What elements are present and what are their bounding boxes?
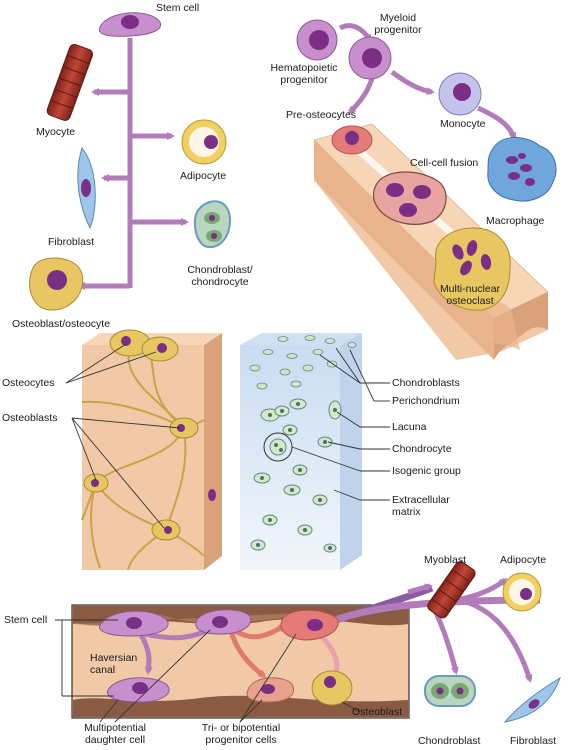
label-lacuna: Lacuna (392, 421, 427, 433)
label-myoblast: Myoblast (424, 554, 467, 566)
myeloid-progenitor-cell (348, 36, 392, 80)
label-perichondrium: Perichondrium (392, 395, 460, 407)
label-osteoblast-osteocyte: Osteoblast/osteocyte (12, 318, 111, 330)
osteocyte-cells (109, 329, 179, 362)
label-hematopoietic-line1: Hematopoietic (270, 62, 338, 74)
panel-osteoclast-lineage (296, 19, 557, 360)
panel-bone-block (81, 329, 222, 571)
macrophage-cell (487, 137, 557, 202)
fibroblast-cell (77, 146, 96, 230)
multipotential-daughter-cell (106, 677, 170, 703)
label-isogenic-group: Isogenic group (392, 465, 461, 477)
label-progenitor-line2: progenitor cells (205, 734, 277, 746)
label-matrix-line2: matrix (392, 506, 421, 518)
label-monocyte: Monocyte (440, 118, 486, 130)
progenitor-cell-2 (280, 609, 339, 641)
panel-haversian (71, 561, 561, 723)
label-chondroblasts: Chondroblasts (392, 377, 460, 389)
label-osteoclast-line2: osteoclast (446, 295, 494, 307)
label-extracellular-matrix: Extracellular matrix (392, 494, 450, 518)
multinuclear-osteoclast (433, 227, 511, 311)
label-chondroblast: Chondroblast/ chondrocyte (175, 264, 265, 288)
label-adipocyte-bottom: Adipocyte (500, 554, 547, 566)
label-haversian-canal: Haversian canal (90, 652, 137, 676)
stem-cell-top (98, 12, 162, 37)
leader-lines-bottom (55, 619, 361, 723)
label-chondrocyte: Chondrocyte (392, 443, 452, 455)
progenitor-cell-1 (195, 609, 252, 635)
monocyte-cell (438, 72, 482, 116)
label-multipotential-line2: daughter cell (84, 734, 146, 746)
chondroblast-cell (194, 200, 232, 249)
label-osteoclast: Multi-nuclear osteoclast (432, 283, 508, 307)
label-myocyte: Myocyte (36, 126, 76, 138)
adipocyte-cell-bottom (502, 572, 542, 612)
label-fibroblast: Fibroblast (48, 236, 95, 248)
label-multipotential-line1: Multipotential (84, 722, 146, 734)
label-hematopoietic-line2: progenitor (280, 74, 328, 86)
label-osteoclast-line1: Multi-nuclear (439, 283, 501, 295)
myocyte-cell (46, 44, 94, 121)
label-chondroblast-line2: chondrocyte (191, 276, 249, 288)
fibroblast-cell-bottom (503, 676, 561, 723)
label-myeloid-line1: Myeloid (379, 12, 417, 24)
chondroblast-dots (249, 335, 357, 390)
label-progenitor-line1: Tri- or bipotential (201, 722, 281, 734)
label-myeloid-line2: progenitor (374, 24, 422, 36)
label-multipotential-daughter: Multipotential daughter cell (60, 722, 170, 746)
chondroblast-cell-bottom (424, 675, 476, 707)
osteoblast-cells (83, 417, 216, 541)
osteoblast-cell (29, 257, 84, 311)
label-hematopoietic-progenitor: Hematopoietic progenitor (254, 62, 354, 86)
adipocyte-cell (181, 119, 227, 165)
label-chondroblast-bottom: Chondroblast (418, 735, 481, 747)
label-macrophage: Macrophage (486, 215, 545, 227)
label-stem-cell-bottom: Stem cell (4, 614, 48, 626)
osteoblast-cell-bottom (311, 670, 353, 706)
fusing-cells (372, 171, 447, 225)
label-osteocytes: Osteocytes (2, 377, 55, 389)
label-adipocyte: Adipocyte (180, 170, 227, 182)
hematopoietic-progenitor-cell (296, 19, 338, 61)
myoblast-cell (427, 561, 476, 619)
label-cell-cell-fusion: Cell-cell fusion (410, 157, 479, 169)
label-myeloid-progenitor: Myeloid progenitor (358, 12, 438, 36)
stem-cell-bottom (98, 610, 169, 637)
chondrocyte-nuclei (256, 402, 337, 550)
panel-mesenchymal-lineage (29, 12, 232, 311)
leader-lines-middle (65, 343, 375, 529)
label-matrix-line1: Extracellular (392, 494, 450, 506)
label-haversian-line2: canal (90, 664, 116, 676)
label-chondroblast-line1: Chondroblast/ (187, 264, 253, 276)
label-haversian-line1: Haversian (90, 652, 138, 664)
label-pre-osteocytes: Pre-osteocytes (286, 109, 357, 121)
label-osteoblast-bottom: Osteoblast (352, 706, 403, 718)
label-osteoblasts: Osteoblasts (2, 412, 58, 424)
pre-osteocyte-cell (331, 125, 373, 155)
label-progenitor-cells: Tri- or bipotential progenitor cells (186, 722, 296, 746)
panel-cartilage (240, 333, 362, 570)
label-stem-cell-top: Stem cell (156, 2, 200, 14)
label-fibroblast-bottom: Fibroblast (510, 735, 557, 747)
